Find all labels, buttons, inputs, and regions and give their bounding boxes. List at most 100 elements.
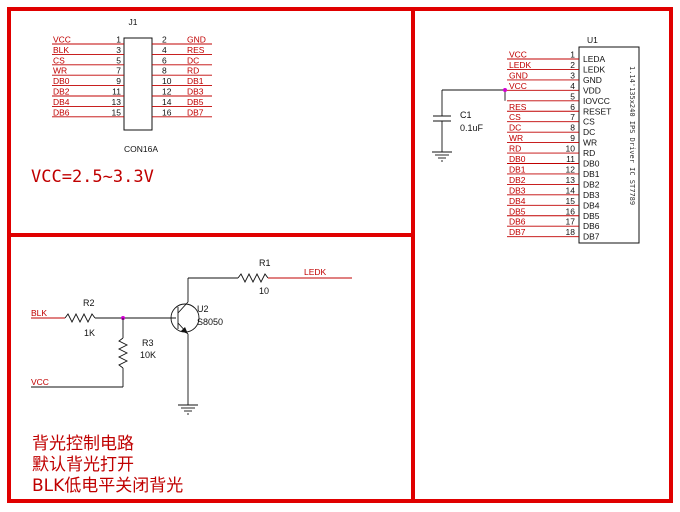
u1-pin-number: 5 <box>570 91 575 101</box>
j1-left-pin-number: 13 <box>112 97 122 107</box>
vcc-range-note: VCC=2.5~3.3V <box>31 167 154 187</box>
r2-ref: R2 <box>83 298 95 308</box>
u1-net-label: DB1 <box>509 164 526 174</box>
j1-left-pin-number: 15 <box>112 107 122 117</box>
resistor-r1 <box>237 272 269 284</box>
u1-pin-number: 2 <box>570 60 575 70</box>
u1-pin-number: 4 <box>570 81 575 91</box>
u1-pin-name: DB6 <box>583 221 600 231</box>
u1-pin-number: 13 <box>566 175 576 185</box>
u1-net-label: DB5 <box>509 206 526 216</box>
j1-left-net-label: VCC <box>53 35 71 45</box>
j1-ref: J1 <box>129 17 138 27</box>
u1-net-label: LEDK <box>509 60 532 70</box>
u1-net-label: RES <box>509 102 527 112</box>
j1-part: CON16A <box>124 144 158 154</box>
backlight-circuit: BLK R2 1K R3 10K VCC U2 S8050 R1 10 LEDK <box>31 258 352 415</box>
u1-pin-number: 8 <box>570 123 575 133</box>
net-label-blk: BLK <box>31 308 47 318</box>
j1-right-net-label: DB3 <box>187 87 204 97</box>
j1-right-pin-number: 14 <box>162 97 172 107</box>
u1-pin-number: 3 <box>570 70 575 80</box>
u1-pin-name: RD <box>583 148 595 158</box>
j1-right-pin-number: 16 <box>162 107 172 117</box>
u1-pin-name: DC <box>583 127 595 137</box>
u1-pin-number: 17 <box>566 217 576 227</box>
j1-body <box>123 37 153 131</box>
u1-pin-name: DB2 <box>583 179 600 189</box>
u1-net-label: DB6 <box>509 217 526 227</box>
j1-right-pin-number: 4 <box>162 45 167 55</box>
u1-net-label: DB7 <box>509 227 526 237</box>
emitter-arrow <box>181 327 188 334</box>
j1-right-net-label: DB7 <box>187 107 204 117</box>
u1-pin-number: 6 <box>570 102 575 112</box>
u1-pin-name: DB3 <box>583 190 600 200</box>
j1-right-net-label: RES <box>187 45 205 55</box>
net-label-vcc-backlight: VCC <box>31 377 49 387</box>
u1-net-label: VCC <box>509 50 527 60</box>
u1-pin-number: 16 <box>566 206 576 216</box>
j1-left-pin-number: 5 <box>116 55 121 65</box>
u1-net-label: CS <box>509 112 521 122</box>
u1-body <box>578 46 640 244</box>
u1-net-label: GND <box>509 70 528 80</box>
u1-pin-number: 10 <box>566 144 576 154</box>
j1-right-net-label: GND <box>187 35 206 45</box>
u1-ref: U1 <box>587 35 598 45</box>
u1-pin-number: 15 <box>566 196 576 206</box>
junction-dot-vdd <box>503 88 507 92</box>
lcd-u1: U1 1.14'135x240 IPS Driver IC ST7789 VCC… <box>504 35 640 244</box>
u1-net-label: VCC <box>509 81 527 91</box>
u1-net-label: WR <box>509 133 523 143</box>
j1-left-net-label: DB0 <box>53 76 70 86</box>
j1-left-net-label: DB2 <box>53 87 70 97</box>
u1-net-label: DB3 <box>509 185 526 195</box>
j1-right-pin-number: 12 <box>162 87 172 97</box>
u2-part: S8050 <box>197 317 223 327</box>
j1-left-pin-number: 7 <box>116 66 121 76</box>
u1-pin-number: 18 <box>566 227 576 237</box>
u1-pin-name: DB0 <box>583 159 600 169</box>
j1-left-pin-number: 9 <box>116 76 121 86</box>
j1-right-net-label: DC <box>187 55 199 65</box>
c1-ref: C1 <box>460 110 472 120</box>
u1-pin-number: 14 <box>566 185 576 195</box>
j1-left-pin-number: 1 <box>116 35 121 45</box>
u1-ic-text: 1.14'135x240 IPS Driver IC ST7789 <box>628 66 636 205</box>
note-line-1: 背光控制电路 <box>32 434 134 454</box>
u1-pin-name: LEDK <box>583 64 606 74</box>
net-label-ledk: LEDK <box>304 267 327 277</box>
u1-pin-name: DB5 <box>583 211 600 221</box>
u1-pin-name: DB7 <box>583 232 600 242</box>
j1-right-pin-number: 6 <box>162 55 167 65</box>
j1-left-pin-number: 3 <box>116 45 121 55</box>
u1-net-label: DC <box>509 123 521 133</box>
resistor-r2 <box>64 312 96 324</box>
j1-right-pin-number: 10 <box>162 76 172 86</box>
j1-left-net-label: WR <box>53 66 67 76</box>
r1-value: 10 <box>259 286 269 296</box>
resistor-r3 <box>117 337 129 369</box>
u1-pin-number: 1 <box>570 50 575 60</box>
u1-pin-name: VDD <box>583 85 601 95</box>
u1-net-label: RD <box>509 144 521 154</box>
u1-pin-name: DB1 <box>583 169 600 179</box>
j1-left-net-label: CS <box>53 55 65 65</box>
u1-pin-name: GND <box>583 75 602 85</box>
note-line-3: BLK低电平关闭背光 <box>32 476 183 496</box>
j1-left-net-label: BLK <box>53 45 69 55</box>
r3-value: 10K <box>140 350 156 360</box>
u1-net-label: DB0 <box>509 154 526 164</box>
r3-ref: R3 <box>142 338 154 348</box>
u2-ref: U2 <box>197 304 209 314</box>
j1-right-net-label: DB5 <box>187 97 204 107</box>
j1-right-pin-number: 2 <box>162 35 167 45</box>
u1-pin-name: IOVCC <box>583 96 610 106</box>
transistor-collector-leg <box>177 301 189 314</box>
c1-value: 0.1uF <box>460 123 484 133</box>
